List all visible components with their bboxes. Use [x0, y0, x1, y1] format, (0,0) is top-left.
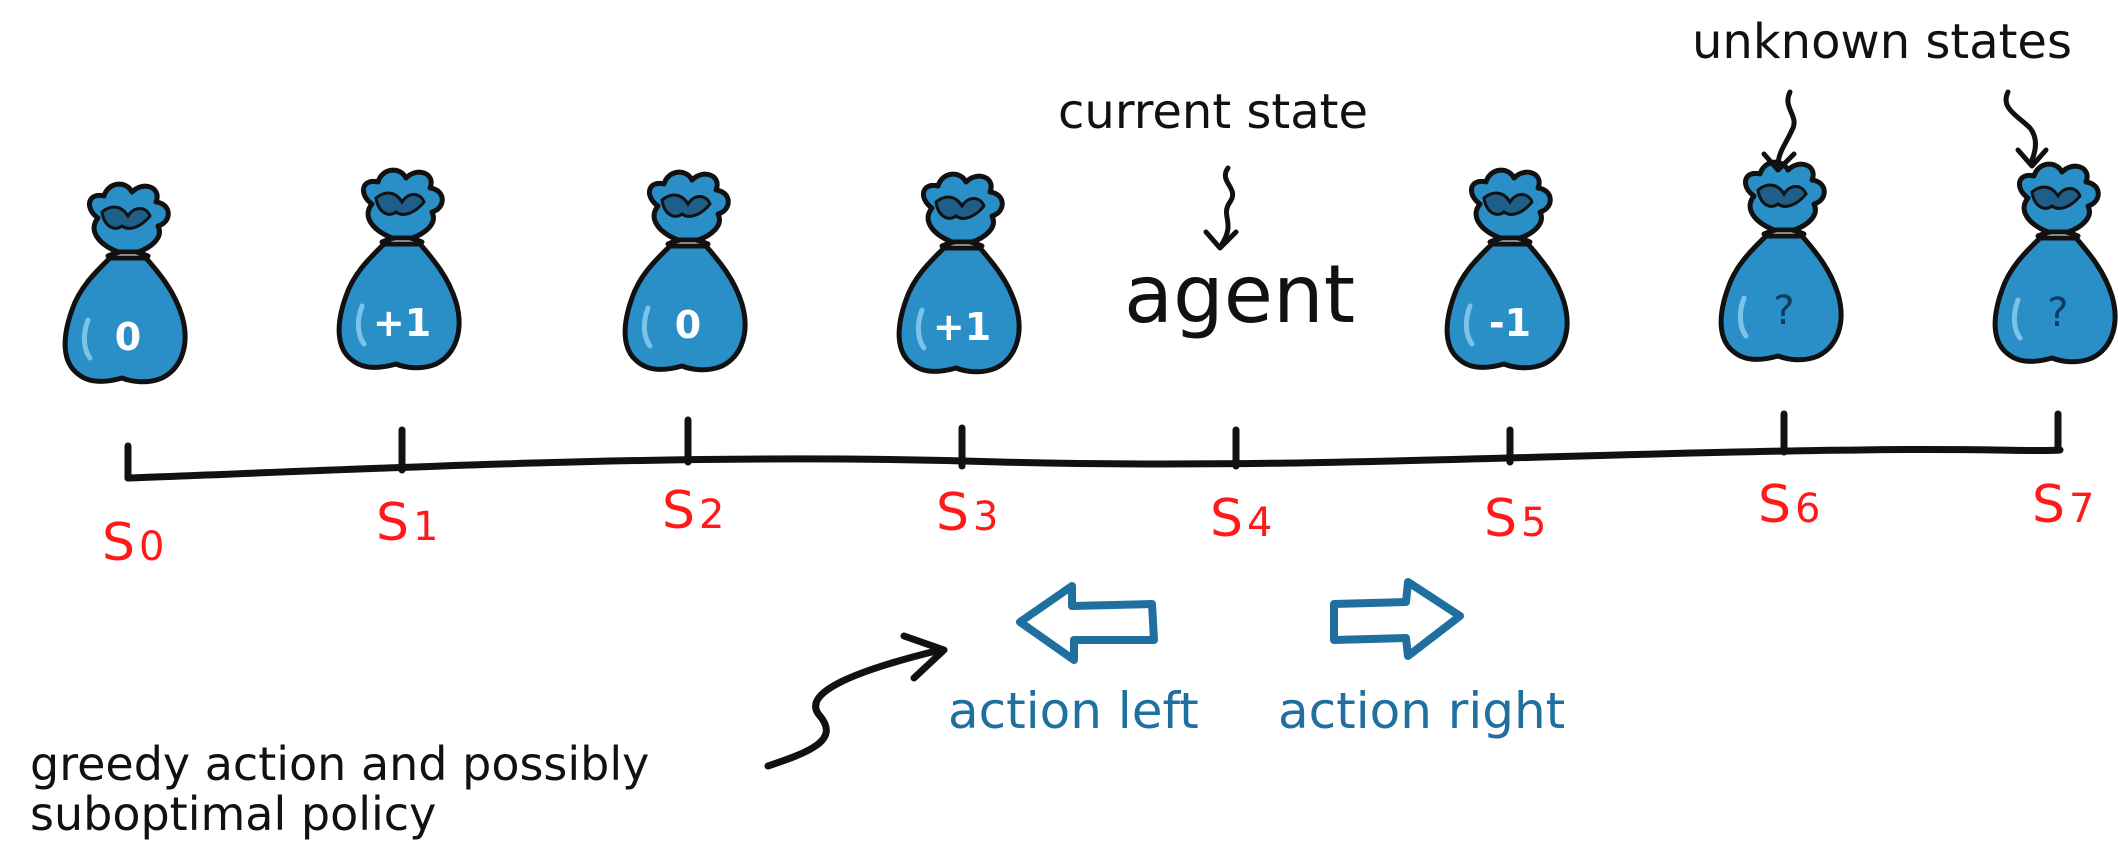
reward-bag-s0: 0: [65, 184, 185, 382]
bag-reward-text: 0: [675, 303, 701, 347]
greedy-arrowhead: [900, 632, 948, 682]
unknown-arrowhead-s6: [1761, 151, 1797, 173]
state-ticks: [124, 410, 2062, 482]
reward-bags: 0 +1 0 +1 -1??: [65, 162, 2115, 382]
reward-bag-s2: 0: [625, 172, 745, 370]
unknown-arrowhead-s7: [2015, 147, 2049, 169]
state-axis: [124, 445, 2064, 482]
greedy-arrow: [764, 646, 944, 770]
bag-reward-text: ?: [2047, 290, 2068, 336]
bag-reward-text: 0: [115, 315, 141, 359]
bag-reward-text: -1: [1489, 301, 1531, 345]
action-left-arrow-icon: [1016, 582, 1158, 664]
action-left-label: action left: [948, 682, 1199, 740]
current-state-arrow: [1219, 165, 1235, 247]
bag-reward-text: +1: [373, 301, 431, 345]
current-state-label: current state: [1058, 84, 1368, 140]
unknown-arrow-s6: [1775, 89, 1797, 169]
reward-bag-s3: +1: [899, 174, 1019, 372]
current-state-arrowhead: [1203, 229, 1239, 251]
unknown-arrow-s7: [2003, 89, 2038, 163]
reward-bag-s6: ?: [1721, 162, 1841, 360]
unknown-states-label: unknown states: [1692, 14, 2072, 70]
bag-reward-text: +1: [933, 305, 991, 349]
action-right-label: action right: [1278, 682, 1565, 740]
agent-label: agent: [1124, 248, 1355, 341]
greedy-label-line2: suboptimal policy: [30, 787, 436, 841]
reward-bag-s1: +1: [339, 170, 459, 368]
greedy-label-line1: greedy action and possibly: [30, 737, 649, 791]
reward-bag-s7: ?: [1995, 164, 2115, 362]
action-right-arrow-icon: [1330, 578, 1464, 660]
reward-bag-s5: -1: [1447, 170, 1567, 368]
bag-reward-text: ?: [1773, 288, 1794, 334]
